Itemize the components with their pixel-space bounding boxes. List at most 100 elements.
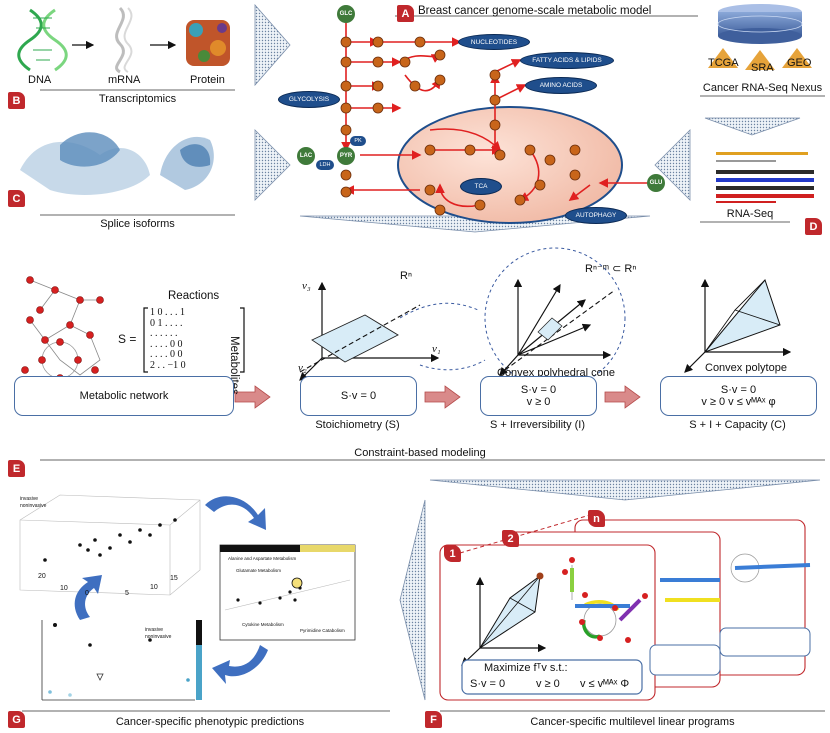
- caption-rna-seq-nexus: Cancer RNA-Seq Nexus: [702, 82, 823, 94]
- badge-d: D: [805, 218, 822, 235]
- pathway-glycolysis: GLYCOLYSIS: [278, 91, 340, 108]
- mrna-strand-icon: [115, 6, 133, 74]
- box-line: S·v = 0: [340, 390, 377, 402]
- badge-f: F: [425, 711, 442, 728]
- label-mrna: mRNA: [108, 74, 141, 86]
- matrix-row: . . . . 0 0: [150, 338, 183, 350]
- badge-c: C: [8, 190, 25, 207]
- lp-constraint-capacity: v ≤ vᴹᴬˣ Φ: [580, 678, 630, 690]
- pathway-autophagy: AUTOPHAGY: [565, 207, 627, 224]
- flow-arrows: [234, 385, 641, 409]
- convex-polytope: [703, 278, 781, 354]
- pathway-fatty-acids: FATTY ACIDS & LIPIDS: [520, 52, 614, 69]
- panel-a-title: Breast cancer genome-scale metabolic mod…: [418, 5, 652, 17]
- enzyme-pk: PK: [350, 136, 366, 146]
- lp-constraint-nonneg: v ≥ 0: [536, 678, 560, 690]
- reactions-label: Reactions: [168, 290, 220, 302]
- scatter-label-glutamate: Glutamate Metabolism: [236, 568, 282, 573]
- caption-capacity: S + I + Capacity (C): [689, 419, 786, 431]
- cell-compartment: [397, 106, 623, 224]
- box-line: S·v = 0: [720, 384, 757, 396]
- subspace-label: Rⁿ⁻ᵐ ⊂ Rⁿ: [585, 263, 637, 275]
- axis3d-tick: 0: [85, 590, 89, 597]
- database-icon: [717, 4, 803, 44]
- axis3d-tick: 15: [170, 575, 178, 582]
- axis3d-tick: 20: [38, 573, 46, 580]
- axis3d-tick: 10: [60, 585, 68, 592]
- plot-annotated-scatter: [219, 544, 356, 641]
- legend-3d-noninvasive: noninvasive: [20, 503, 47, 509]
- box-line: Metabolic network: [79, 390, 169, 402]
- arrow-c-to-a: [254, 129, 291, 201]
- plot-3d-scatter: [19, 494, 201, 596]
- plot-heatmap-scatter: [41, 620, 202, 701]
- caption-splice-isoforms: Splice isoforms: [100, 218, 175, 230]
- lp-tab-n: n: [588, 510, 605, 527]
- caption-stoichiometry: Stoichiometry (S): [315, 419, 400, 431]
- box-line: v ≥ 0: [526, 396, 551, 408]
- scatter-label-cytokine: Cytokine Metabolism: [242, 622, 284, 627]
- polytope-label: Convex polytope: [705, 362, 787, 374]
- lp-constraint-mass-balance: S·v = 0: [470, 678, 506, 690]
- arrow-db-to-d: [704, 117, 801, 136]
- caption-rna-seq: RNA-Seq: [726, 208, 774, 220]
- caption-irreversibility: S + Irreversibility (I): [489, 419, 586, 431]
- matrix-s-label: S =: [118, 332, 137, 346]
- arrow-d-to-a: [654, 129, 691, 201]
- pathway-amino-acids: AMINO ACIDS: [525, 77, 597, 94]
- rna-seq-track-image: [715, 150, 815, 205]
- splice-isoform-structure-2: [160, 136, 214, 190]
- stoichiometric-matrix: 1 0 . . . 1 0 1 . . . . . . . . . . . . …: [150, 307, 240, 371]
- axis3d-tick: 5: [125, 590, 129, 597]
- pathway-tca: TCA: [460, 178, 502, 195]
- lp-tab-1: 1: [444, 545, 461, 562]
- v1-label: v₁: [432, 343, 441, 355]
- source-sra: SRA: [751, 62, 774, 74]
- matrix-row: 0 1 . . . .: [150, 317, 183, 329]
- legend-b-invasive: invasive: [145, 627, 164, 633]
- node-lac: LAC: [297, 147, 315, 165]
- scatter-label-pyrimidine: Pyrimidine Catabolism: [300, 628, 345, 633]
- matrix-row: 2 . . −1 0: [150, 359, 186, 371]
- caption-phenotypic-predictions: Cancer-specific phenotypic predictions: [115, 716, 305, 728]
- lp-objective: Maximize fᵀv s.t.:: [484, 662, 568, 674]
- v2-label: v₂: [298, 362, 307, 374]
- badge-g: G: [8, 711, 25, 728]
- pathway-nucleotides: NUCLEOTIDES: [458, 34, 530, 50]
- caption-transcriptomics: Transcriptomics: [98, 93, 177, 105]
- node-pyr: PYR: [337, 147, 355, 165]
- arrow-b-to-a: [254, 3, 291, 87]
- matrix-row: . . . . . .: [150, 328, 178, 339]
- arrow-f-to-g: [399, 499, 426, 701]
- matrix-row: . . . . 0 0: [150, 349, 183, 360]
- legend-b-noninvasive: noninvasive: [145, 634, 172, 640]
- source-tcga: TCGA: [708, 57, 739, 69]
- node-glc: GLC: [337, 5, 355, 23]
- scatter-label-alanine: Alanine and Aspartate Metabolism: [228, 556, 297, 561]
- label-protein: Protein: [190, 74, 225, 86]
- box-stoichiometry: S·v = 0: [300, 376, 417, 416]
- space-rn-label: Rⁿ: [400, 270, 412, 282]
- dna-helix-icon: [17, 8, 68, 72]
- null-space-plane: [311, 314, 399, 363]
- protein-structure-icon: [186, 20, 230, 66]
- arrow-e-to-f: [429, 479, 821, 501]
- badge-e: E: [8, 460, 25, 477]
- caption-constraint-based-modeling: Constraint-based modeling: [354, 447, 486, 459]
- label-dna: DNA: [28, 74, 52, 86]
- box-line: v ≥ 0 v ≤ vᴹᴬˣ φ: [701, 396, 776, 408]
- box-metabolic-network: Metabolic network: [14, 376, 234, 416]
- lp-formula-box: [461, 659, 643, 695]
- box-capacity: S·v = 0 v ≥ 0 v ≤ vᴹᴬˣ φ: [660, 376, 817, 416]
- v3-label: v₃: [302, 280, 311, 292]
- cycle-arrow-3: [74, 575, 102, 620]
- enzyme-ldh: LDH: [316, 160, 334, 170]
- metabolite-nodes: [340, 36, 581, 216]
- splice-isoform-structure-1: [20, 132, 150, 195]
- badge-b: B: [8, 92, 25, 109]
- legend-3d-invasive: invasive: [20, 496, 39, 502]
- node-glu: GLU: [647, 174, 665, 192]
- source-geo: GEO: [787, 57, 812, 69]
- cycle-arrow-2: [212, 645, 268, 684]
